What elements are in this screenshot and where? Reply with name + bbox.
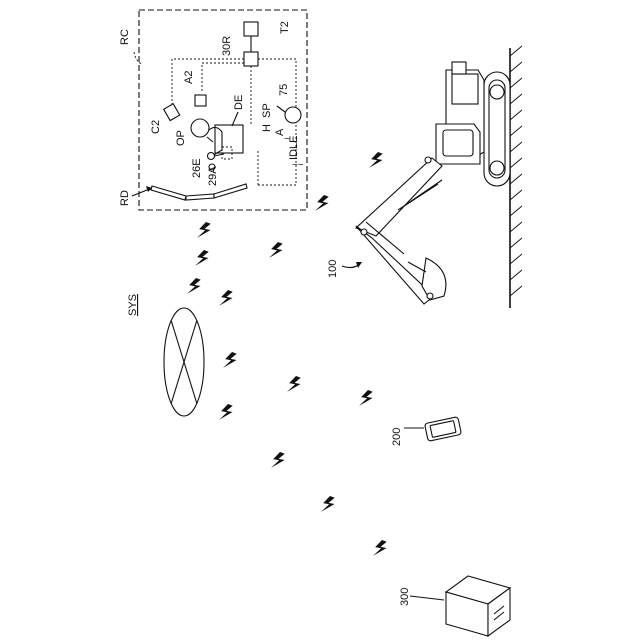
mobile-body xyxy=(425,417,462,442)
label-300: 300 xyxy=(399,588,411,606)
label-op: OP xyxy=(175,130,187,146)
label-sys: SYS xyxy=(127,294,139,316)
label-rd: RD xyxy=(119,190,131,206)
label-de: DE xyxy=(233,95,245,110)
label-29a: 29A xyxy=(207,166,219,186)
label-rc: RC xyxy=(119,29,131,45)
seat-floor xyxy=(151,184,247,200)
leader-300 xyxy=(410,596,444,600)
signal-icon xyxy=(268,241,284,262)
counterweight xyxy=(452,62,466,74)
signal-icon xyxy=(194,249,210,270)
remote-operation-room: RC RD 30R T2 A2 C2 DE OP xyxy=(119,10,307,210)
label-75: 75 xyxy=(278,84,290,96)
speed-dial-75 xyxy=(285,107,301,123)
signal-icon xyxy=(314,194,330,215)
signal-icon xyxy=(358,389,374,410)
arm xyxy=(356,226,434,304)
signal-icon xyxy=(286,375,302,396)
signal-icon xyxy=(218,289,234,310)
pin-arm xyxy=(361,229,367,235)
mark-idle: ~~ xyxy=(292,160,304,171)
ground-hatch xyxy=(510,46,522,296)
lever-26e-knob xyxy=(208,153,215,160)
link-30r-upper xyxy=(202,63,244,93)
label-200: 200 xyxy=(391,428,403,446)
server-300: 300 xyxy=(399,576,510,636)
track-wheel-bottom xyxy=(490,161,504,175)
camera-c2 xyxy=(164,104,180,121)
label-100: 100 xyxy=(327,260,339,278)
antenna-box-a2 xyxy=(195,95,206,106)
leader-de xyxy=(232,112,238,126)
terminal-box-t2 xyxy=(244,22,258,36)
signal-icon xyxy=(186,277,202,298)
bucket-linkage xyxy=(408,262,426,272)
signal-icon xyxy=(270,451,286,472)
speed-dial-pointer xyxy=(277,106,285,112)
label-t2: T2 xyxy=(279,21,291,34)
engine-cover xyxy=(452,74,478,104)
label-a2: A2 xyxy=(183,71,195,84)
signal-icon xyxy=(218,403,234,424)
label-30r: 30R xyxy=(221,36,233,56)
track-wheel-top xyxy=(490,85,504,99)
network-cloud xyxy=(164,308,204,416)
label-c2: C2 xyxy=(150,120,162,134)
pin-bucket xyxy=(427,293,433,299)
cable-box-30r xyxy=(244,52,258,66)
label-idle: IDLE xyxy=(288,136,300,160)
arrowhead-100 xyxy=(356,262,362,268)
label-h: H xyxy=(261,124,273,132)
signal-icon xyxy=(372,539,388,560)
wireless-signals xyxy=(186,151,388,560)
label-sp: SP xyxy=(261,103,273,118)
mobile-terminal-200: 200 xyxy=(391,417,461,446)
signal-icon xyxy=(196,221,212,242)
pin-boom xyxy=(425,157,431,163)
signal-icon xyxy=(222,351,238,372)
excavator-100: 100 xyxy=(327,46,522,308)
label-26e: 26E xyxy=(191,158,203,178)
signal-icon xyxy=(320,495,336,516)
signal-icon xyxy=(368,151,384,172)
leader-rc xyxy=(134,52,142,64)
